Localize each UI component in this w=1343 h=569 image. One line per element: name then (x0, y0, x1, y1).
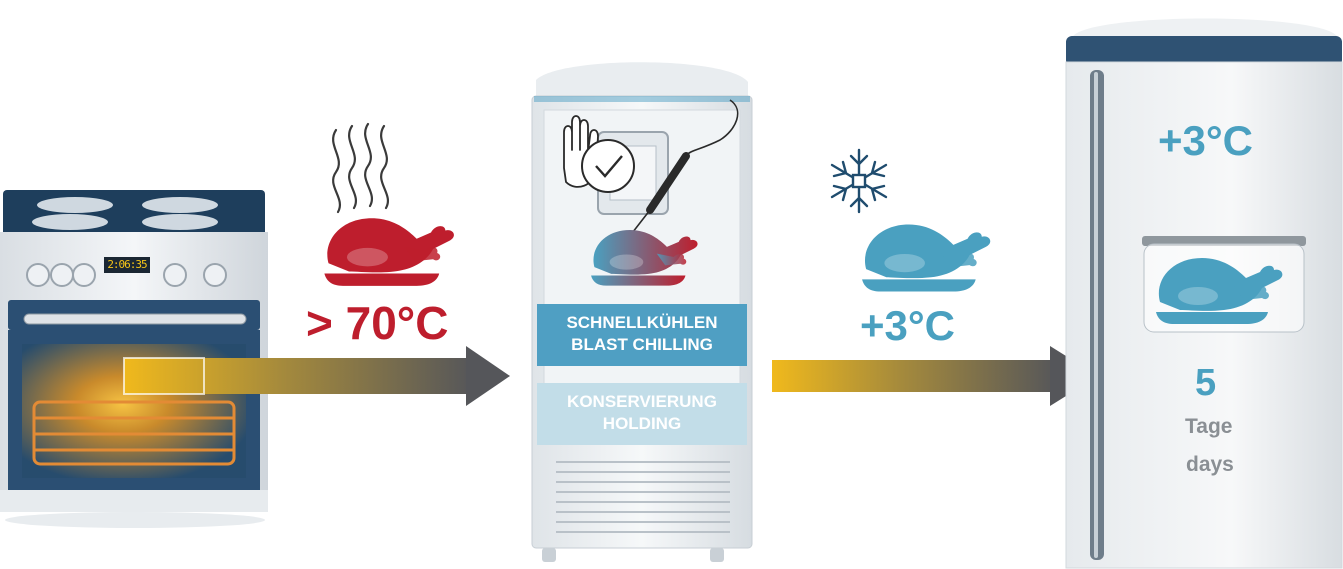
hotplate (142, 197, 218, 213)
oven-drawer (0, 490, 268, 512)
mode-holding-panel: KONSERVIERUNG HOLDING (537, 383, 747, 445)
mode-label-de: KONSERVIERUNG (537, 391, 747, 413)
roast-chicken-icon (862, 225, 990, 292)
door-handle (24, 314, 246, 324)
chiller-foot (542, 548, 556, 562)
knob (204, 264, 226, 286)
knob (73, 264, 95, 286)
chiller-foot (710, 548, 724, 562)
mode-label-de: SCHNELLKÜHLEN (537, 312, 747, 334)
knob (27, 264, 49, 286)
cold-temperature-label: +3°C (860, 302, 955, 350)
shelf-life-unit-de: Tage (1185, 415, 1232, 439)
hotplate (32, 214, 108, 230)
hot-temperature-label: > 70°C (306, 296, 448, 350)
roast-chicken-icon (324, 218, 454, 286)
steam-icon (333, 124, 388, 212)
roast-chicken-icon (591, 230, 698, 286)
shelf-life-value: 5 (1195, 362, 1216, 405)
roast-chicken-icon (1156, 258, 1282, 324)
hotplate (142, 214, 218, 230)
knob (51, 264, 73, 286)
hotplate (37, 197, 113, 213)
clock-check-icon (582, 140, 634, 192)
mode-label-en: HOLDING (537, 413, 747, 435)
mode-blast-chilling-panel: SCHNELLKÜHLEN BLAST CHILLING (537, 304, 747, 366)
snowflake-icon (832, 150, 886, 212)
mode-label-en: BLAST CHILLING (537, 334, 747, 356)
oven-timer-display: 2:06:35 (104, 257, 150, 273)
process-arrow (772, 346, 1098, 406)
fridge-temperature-label: +3°C (1158, 117, 1253, 165)
knob (164, 264, 186, 286)
cooktop (3, 190, 265, 236)
shelf-life-unit-en: days (1186, 453, 1234, 477)
